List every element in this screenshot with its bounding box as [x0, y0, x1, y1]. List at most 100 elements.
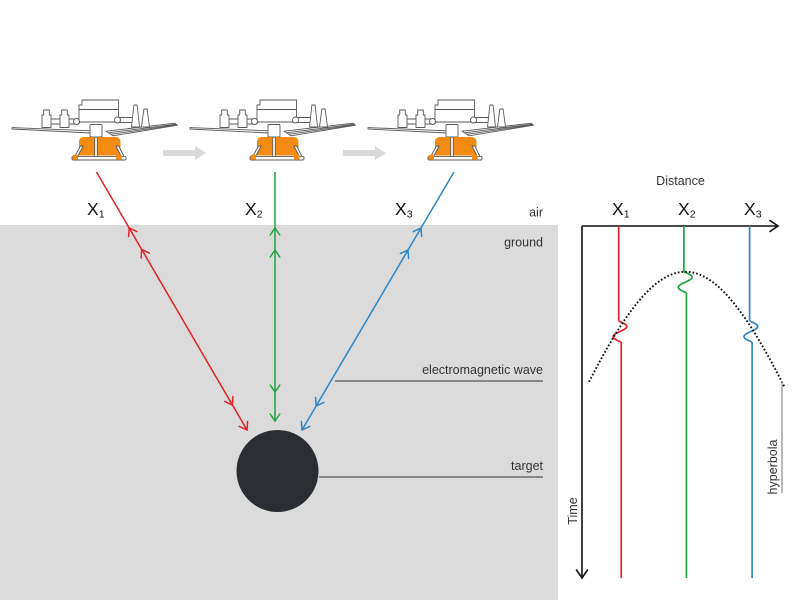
- skid-foot-right: [116, 154, 122, 160]
- payload-mount: [272, 136, 276, 159]
- arrow-up-icon: [399, 248, 410, 260]
- arrow-up-icon: [127, 226, 138, 238]
- drone-icon: [11, 99, 178, 161]
- ground-label: ground: [504, 236, 543, 250]
- landing-gear: [249, 145, 305, 161]
- gpr-antenna-payload: [435, 137, 477, 156]
- position-letter: X: [395, 199, 407, 219]
- payload-mount: [450, 136, 454, 159]
- drone-icon: [189, 99, 356, 161]
- arrow-up-icon: [140, 248, 151, 259]
- propeller-right: [105, 122, 178, 137]
- drone-icon: [367, 99, 534, 161]
- trace-label-x2: X2: [678, 199, 696, 221]
- radargram: Distance X1 X2 X3 Time hyperbola: [566, 174, 785, 580]
- landing-skid: [427, 155, 483, 161]
- hyperbola-curve: [588, 270, 785, 387]
- arm-joint-right: [114, 116, 121, 124]
- propeller-right-ribs: [108, 123, 177, 135]
- camera-gimbal: [89, 124, 103, 138]
- trace-label-x3: X3: [744, 199, 762, 221]
- motor-right: [319, 108, 328, 128]
- position-label-x3: X3: [395, 199, 413, 221]
- arrow-down-icon: [223, 395, 234, 407]
- gpr-antenna-payload: [257, 137, 299, 156]
- propeller-right-ribs: [286, 123, 355, 135]
- skid-foot-left: [72, 154, 79, 160]
- skid-foot-right: [472, 154, 478, 160]
- arrow-down-icon: [238, 420, 249, 432]
- arrow-down-icon: [269, 384, 281, 394]
- payload-mount: [94, 136, 98, 159]
- trace-subscript: 2: [690, 209, 696, 221]
- position-subscript: 1: [99, 209, 105, 221]
- arrow-up-icon: [412, 226, 423, 238]
- motor-left: [41, 109, 52, 128]
- reflection-wavelet: [677, 271, 693, 294]
- arrow-down-icon: [300, 420, 311, 432]
- landing-skid: [249, 155, 305, 161]
- landing-gear: [427, 145, 483, 161]
- ground-layer: [0, 225, 558, 600]
- arrow-right-icon: [343, 146, 386, 160]
- trace-subscript: 3: [756, 209, 762, 221]
- motor-left: [397, 109, 408, 128]
- motor-left: [219, 109, 230, 128]
- motor-left: [415, 109, 426, 128]
- radargram-plot: [575, 219, 785, 580]
- arm-joint-right: [292, 116, 299, 124]
- position-subscript: 3: [407, 209, 413, 221]
- skid-foot-left: [250, 154, 257, 160]
- arrow-up-icon: [269, 226, 281, 236]
- gpr-antenna-payload: [79, 137, 121, 156]
- motor-left: [237, 109, 248, 128]
- position-subscript: 2: [257, 209, 263, 221]
- trace-x3: [743, 226, 759, 578]
- drone-body: [78, 99, 119, 123]
- propeller-right: [461, 122, 534, 137]
- target-label: target: [511, 459, 543, 473]
- air-label: air: [529, 206, 543, 220]
- trace-label-x1: X1: [612, 199, 630, 221]
- drone-fleet: [11, 99, 534, 161]
- trace-letter: X: [744, 199, 756, 219]
- drone-body: [434, 99, 475, 123]
- arrow-up-icon: [269, 248, 281, 258]
- hyperbola-label: hyperbola: [766, 440, 780, 495]
- camera-gimbal: [445, 124, 459, 138]
- landing-gear: [71, 145, 127, 161]
- reflection-wavelet: [743, 320, 759, 343]
- position-label-x2: X2: [245, 199, 263, 221]
- wave-ray: [301, 171, 455, 431]
- position-letter: X: [87, 199, 99, 219]
- wave-ray: [95, 171, 248, 431]
- wave-path-x1: [95, 171, 249, 432]
- arm-joint-left: [429, 118, 436, 125]
- trace-letter: X: [678, 199, 690, 219]
- electromagnetic-wave-label: electromagnetic wave: [422, 363, 543, 377]
- motion-arrows: [163, 146, 386, 160]
- trace-x1: [612, 226, 628, 578]
- wave-paths: [95, 171, 455, 432]
- survey-scene: air ground electromagnetic wave target X…: [0, 99, 558, 600]
- trace-x2: [677, 226, 693, 578]
- arm-joint-left: [251, 118, 258, 125]
- skid-foot-right: [294, 154, 300, 160]
- time-axis-label: Time: [566, 497, 580, 524]
- wave-path-x2: [269, 172, 281, 423]
- trace-subscript: 1: [624, 209, 630, 221]
- camera-gimbal: [267, 124, 281, 138]
- propeller-right: [283, 122, 356, 137]
- motor-right: [309, 104, 318, 128]
- skid-foot-left: [428, 154, 435, 160]
- arm-joint-right: [470, 116, 477, 124]
- reflection-wavelet: [612, 320, 628, 343]
- wave-path-x3: [300, 171, 455, 432]
- motor-right: [131, 104, 140, 128]
- arrow-right-icon: [163, 146, 206, 160]
- time-axis-arrow-icon: [575, 569, 589, 580]
- landing-skid: [71, 155, 127, 161]
- position-label-x1: X1: [87, 199, 105, 221]
- distance-axis-arrow-icon: [769, 219, 780, 233]
- drone-body: [256, 99, 297, 123]
